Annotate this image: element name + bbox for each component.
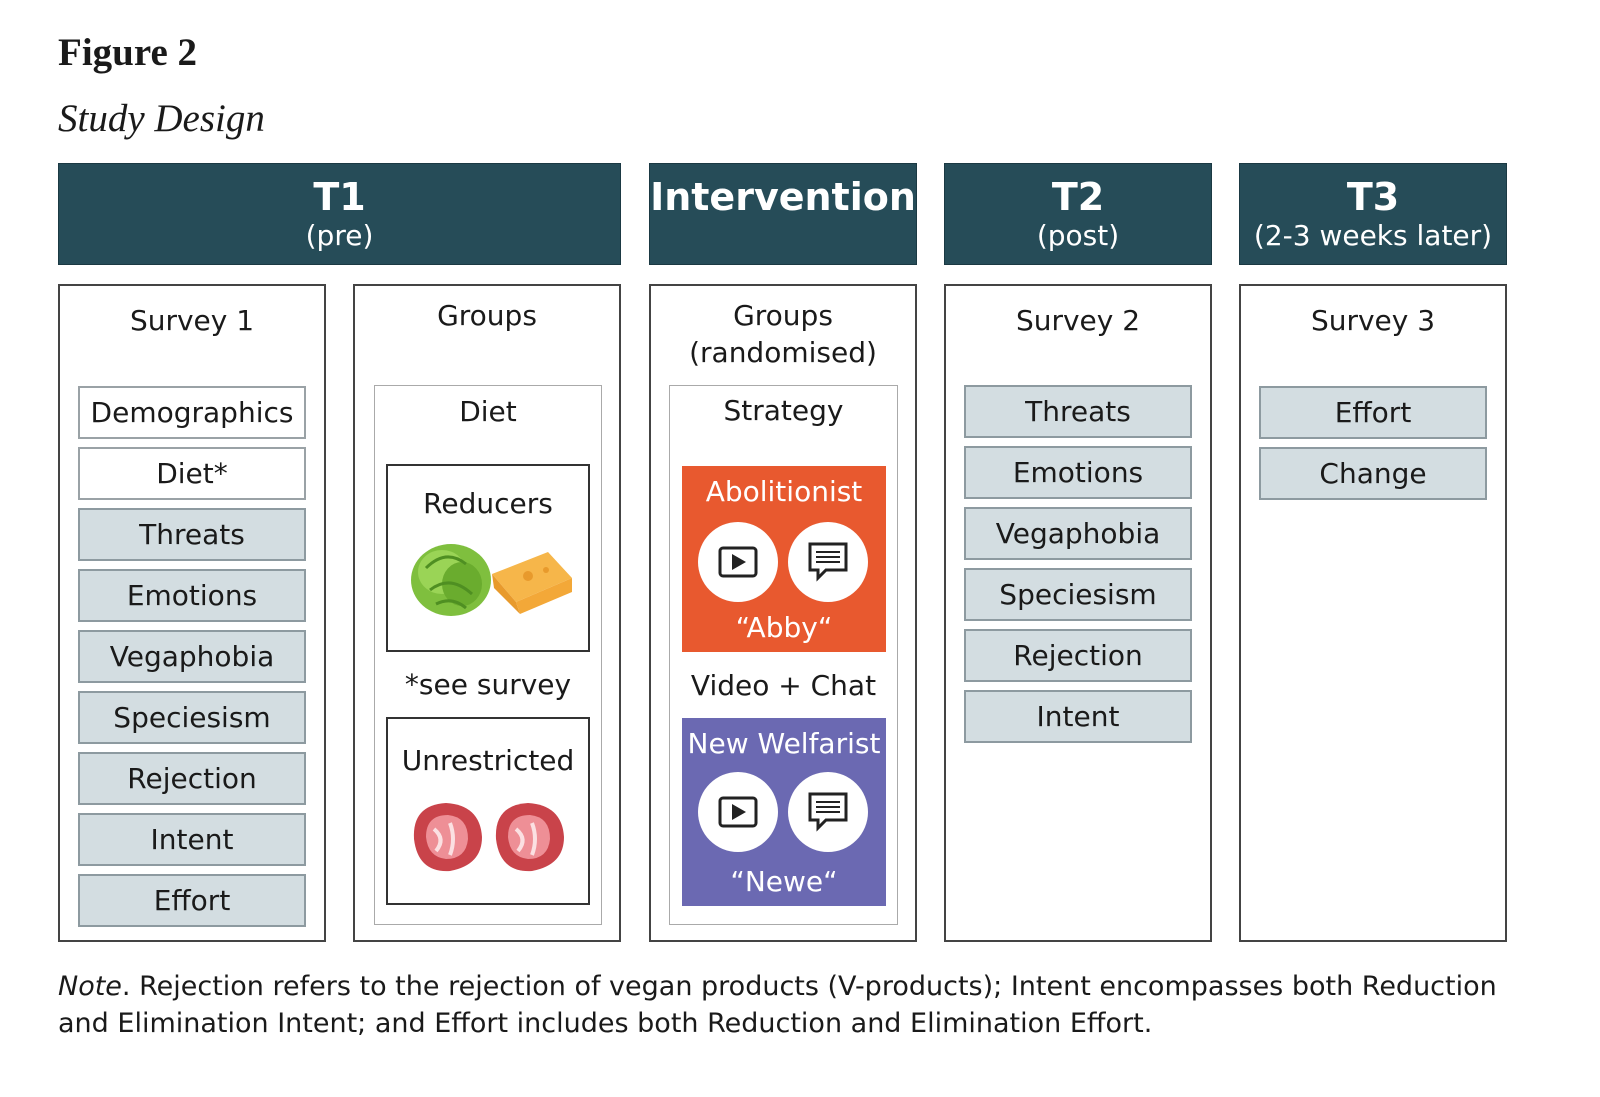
unrestricted-label: Unrestricted: [401, 744, 575, 777]
note-text: . Rejection refers to the rejection of v…: [58, 971, 1497, 1039]
lettuce-icon: [411, 544, 491, 616]
survey2-title: Survey 2: [1015, 304, 1141, 337]
chat-bubble-icon: [788, 772, 868, 852]
survey2-item: Intent: [964, 690, 1192, 743]
survey1-item: Emotions: [78, 569, 306, 622]
chat-bubble-icon: [788, 522, 868, 602]
survey2-item: Emotions: [964, 446, 1192, 499]
header-t1: T1 (pre): [58, 163, 621, 265]
survey1-item: Threats: [78, 508, 306, 561]
figure-number: Figure 2: [58, 31, 198, 74]
header-t3: T3 (2-3 weeks later): [1239, 163, 1507, 265]
survey2-item: Threats: [964, 385, 1192, 438]
survey3-item: Change: [1259, 447, 1487, 500]
survey3-title: Survey 3: [1310, 304, 1436, 337]
survey1-item: Diet*: [78, 447, 306, 500]
see-survey-note: *see survey: [404, 668, 572, 701]
survey2-item: Vegaphobia: [964, 507, 1192, 560]
groups-title: Groups: [437, 299, 537, 332]
header-t2: T2 (post): [944, 163, 1212, 265]
header-t1-title: T1: [313, 175, 366, 219]
play-video-icon: [698, 772, 778, 852]
header-t3-title: T3: [1346, 175, 1400, 219]
new-welfarist-quote: “Newe“: [730, 865, 838, 898]
intervention-title-line1: Groups: [733, 299, 833, 332]
survey1-column: Survey 1 Demographics Diet* Threats Emot…: [58, 284, 326, 942]
survey3-item: Effort: [1259, 386, 1487, 439]
play-video-icon: [698, 522, 778, 602]
header-t1-subtitle: (pre): [305, 219, 374, 252]
reducers-label: Reducers: [423, 487, 553, 520]
note-label: Note: [58, 971, 122, 1002]
reducers-box: Reducers: [386, 464, 590, 652]
intervention-title-line2: (randomised): [689, 336, 877, 369]
survey2-item: Speciesism: [964, 568, 1192, 621]
survey2-item: Rejection: [964, 629, 1192, 682]
cheese-icon: [492, 552, 572, 614]
abolitionist-quote: “Abby“: [735, 611, 833, 644]
groups-column: Groups Diet Reducers *see survey Unrestr…: [353, 284, 621, 942]
new-welfarist-box: New Welfarist “Newe“: [682, 718, 886, 906]
unrestricted-box: Unrestricted: [386, 717, 590, 905]
survey1-item: Speciesism: [78, 691, 306, 744]
survey1-item: Intent: [78, 813, 306, 866]
header-t3-subtitle: (2-3 weeks later): [1253, 219, 1493, 252]
survey1-title: Survey 1: [129, 304, 255, 337]
survey3-column: Survey 3 Effort Change: [1239, 284, 1507, 942]
strategy-label: Strategy: [723, 394, 844, 427]
diet-label: Diet: [459, 395, 517, 428]
abolitionist-box: Abolitionist “Abby“: [682, 466, 886, 652]
header-intervention-title: Intervention: [650, 175, 916, 219]
figure-title: Study Design: [58, 97, 265, 140]
meat-icon: [413, 803, 564, 872]
intervention-column: Groups (randomised) Strategy Abolitionis…: [649, 284, 917, 942]
new-welfarist-label: New Welfarist: [687, 727, 881, 760]
video-chat-label: Video + Chat: [690, 669, 877, 702]
survey1-item: Vegaphobia: [78, 630, 306, 683]
strategy-box: Strategy Abolitionist “Abby“ Video + Cha…: [669, 385, 898, 925]
header-t2-subtitle: (post): [1036, 219, 1120, 252]
header-intervention: Intervention: [649, 163, 917, 265]
survey1-item: Effort: [78, 874, 306, 927]
header-t2-title: T2: [1051, 175, 1105, 219]
survey2-column: Survey 2 Threats Emotions Vegaphobia Spe…: [944, 284, 1212, 942]
figure-note: Note. Rejection refers to the rejection …: [58, 968, 1538, 1042]
diet-box: Diet Reducers *see survey Unrestricted: [374, 385, 602, 925]
abolitionist-label: Abolitionist: [705, 475, 863, 508]
survey1-item: Rejection: [78, 752, 306, 805]
survey1-item: Demographics: [78, 386, 306, 439]
